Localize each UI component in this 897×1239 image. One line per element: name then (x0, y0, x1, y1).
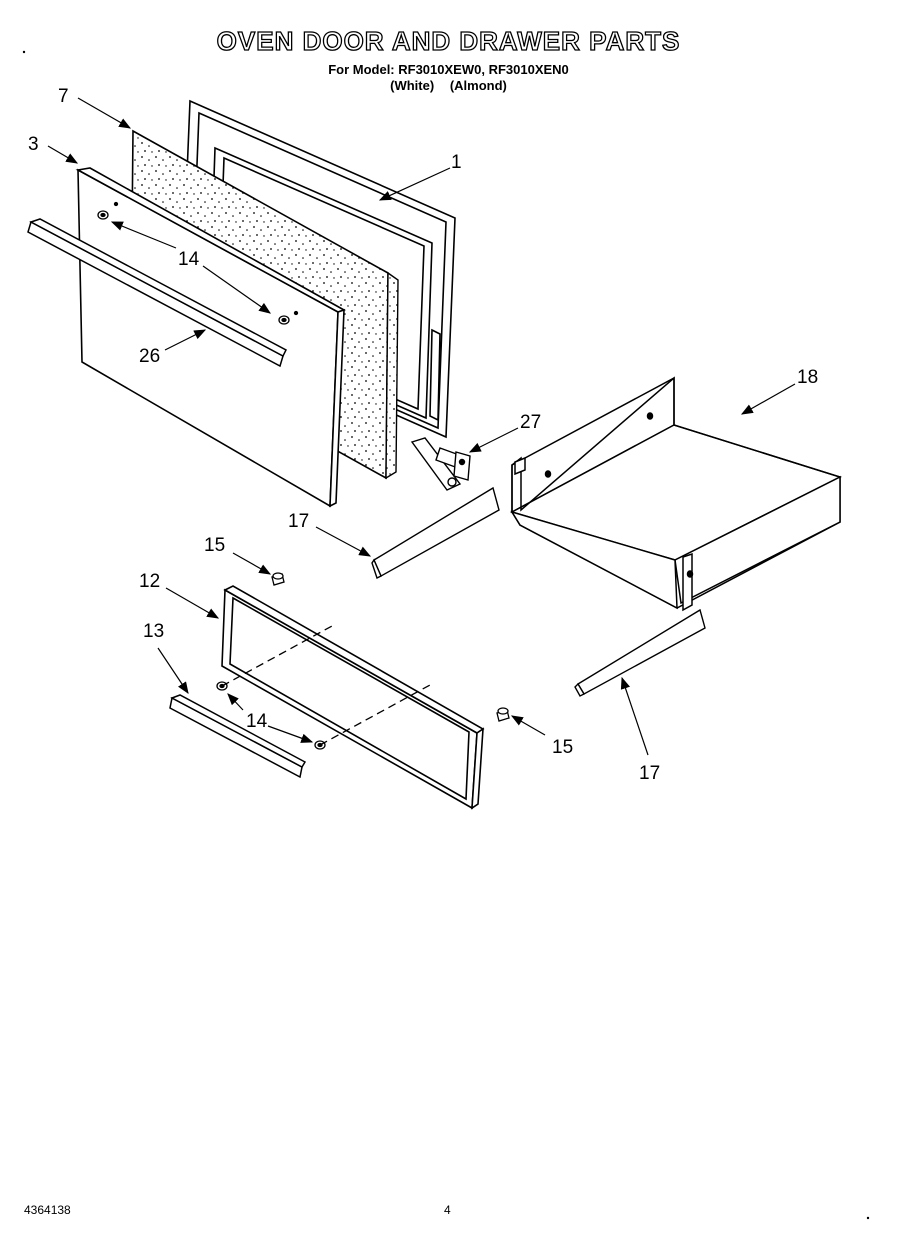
callout-3: 3 (28, 134, 39, 155)
variant-almond: (Almond) (449, 78, 507, 93)
callout-14-lower: 14 (246, 711, 268, 732)
part-13-drawer-handle (169, 694, 307, 779)
page-number: 4 (444, 1203, 451, 1217)
document-number: 4364138 (24, 1203, 71, 1217)
part-14-door-screws (97, 201, 299, 325)
callout-13: 13 (143, 621, 164, 642)
part-18-drawer-box (510, 376, 842, 612)
part-3-outer-door-panel (75, 167, 346, 508)
part-17-slide-rail-upper (371, 486, 500, 579)
callout-15-upper: 15 (204, 535, 225, 556)
callout-17-upper: 17 (288, 511, 309, 532)
alignment-lines (221, 625, 431, 746)
part-17-slide-rail-lower (574, 608, 706, 697)
callout-7: 7 (58, 86, 69, 107)
part-26-door-handle (27, 218, 287, 368)
page-title: OVEN DOOR AND DRAWER PARTS (216, 25, 681, 56)
callout-17-lower: 17 (639, 763, 660, 784)
part-12-drawer-front (221, 585, 485, 810)
variant-line: (White) (Almond) (0, 78, 897, 93)
drawer-screws (216, 572, 510, 750)
scan-speck (866, 1216, 870, 1220)
callout-12: 12 (139, 571, 160, 592)
callout-15-lower: 15 (552, 737, 573, 758)
callout-1: 1 (451, 152, 462, 173)
callout-26: 26 (139, 346, 160, 367)
variant-white: (White) (390, 78, 435, 93)
callout-27: 27 (520, 412, 541, 433)
callout-18: 18 (797, 367, 818, 388)
callout-14-upper: 14 (178, 249, 200, 270)
part-27-hinge (410, 437, 471, 491)
leader-lines (47, 97, 796, 756)
scan-speck (22, 50, 26, 54)
model-line: For Model: RF3010XEW0, RF3010XEN0 (328, 62, 569, 77)
